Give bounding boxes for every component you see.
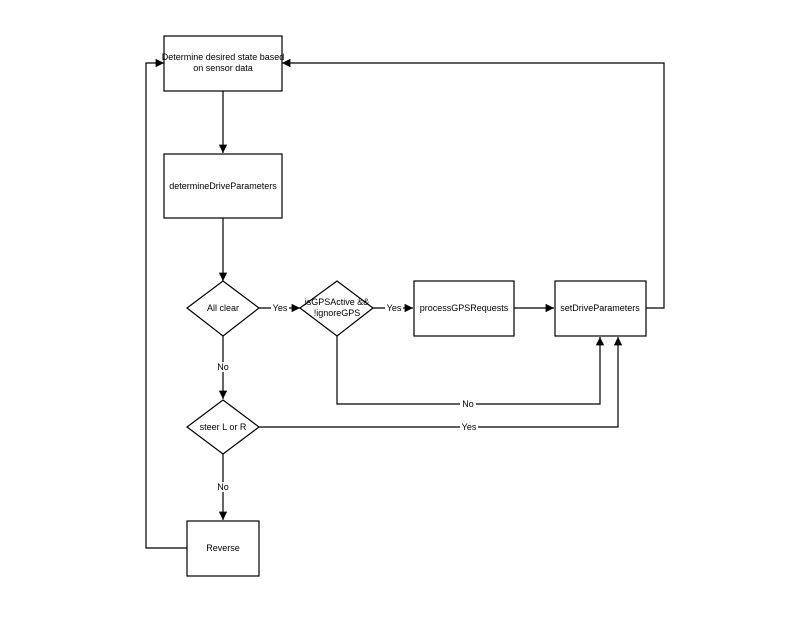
edge-label-gps-no: No (460, 399, 476, 409)
node-determine-state-line1: Determine desired state based (162, 52, 285, 62)
node-set-drive-params-label: setDriveParameters (560, 303, 640, 313)
node-reverse-label: Reverse (206, 543, 240, 553)
decision-steer: steer L or R (186, 399, 260, 455)
decision-all-clear-label: All clear (207, 303, 239, 313)
decision-all-clear: All clear (186, 280, 260, 337)
decision-steer-label: steer L or R (200, 422, 247, 432)
decision-gps-check-line2: !ignoreGPS (314, 308, 361, 318)
svg-text:Yes: Yes (387, 303, 402, 313)
node-set-drive-params: setDriveParameters (554, 280, 647, 337)
edge-steer-yes (259, 337, 623, 428)
edge-label-steer-yes: Yes (460, 422, 478, 432)
decision-gps-check-line1: isGPSActive && (305, 297, 370, 307)
node-process-gps-label: processGPSRequests (420, 303, 509, 313)
node-process-gps: processGPSRequests (413, 280, 515, 337)
node-determine-drive-params-label: determineDriveParameters (169, 181, 277, 191)
svg-text:Yes: Yes (273, 303, 288, 313)
edge-label-all-clear-no: No (216, 362, 231, 372)
node-determine-drive-params: determineDriveParameters (163, 153, 283, 219)
svg-text:No: No (217, 362, 229, 372)
decision-gps-check: isGPSActive && !ignoreGPS (298, 280, 374, 337)
edge-label-all-clear-yes: Yes (271, 303, 289, 313)
edge-gps-no (336, 336, 605, 405)
edge-set-drive-loop-back (282, 58, 665, 309)
svg-text:No: No (217, 482, 229, 492)
edge-label-steer-no: No (216, 482, 231, 492)
edge-label-gps-yes: Yes (385, 303, 403, 313)
node-determine-state: Determine desired state based on sensor … (162, 35, 285, 92)
node-determine-state-line2: on sensor data (193, 63, 253, 73)
svg-text:No: No (462, 399, 474, 409)
svg-text:Yes: Yes (462, 422, 477, 432)
edge-reverse-loop-back (145, 58, 187, 549)
node-reverse: Reverse (186, 520, 260, 577)
